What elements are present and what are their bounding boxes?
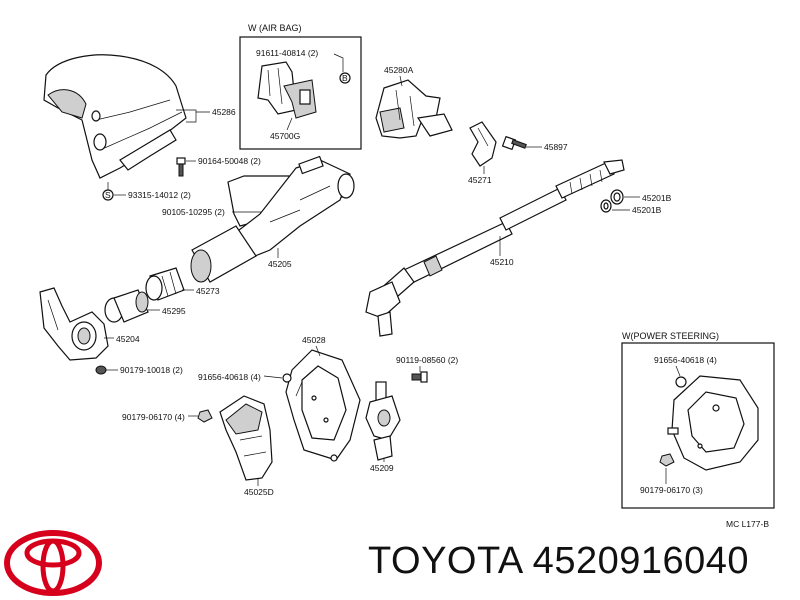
ring-45201b-b [600, 199, 612, 213]
label-45271: 45271 [468, 175, 492, 185]
label-90105-10295: 90105-10295 (2) [162, 207, 225, 217]
column-cover-45286 [43, 54, 187, 179]
power-steering-title: W(POWER STEERING) [622, 331, 719, 341]
label-45201b-b: 45201B [632, 205, 662, 215]
spiral-cable-part [257, 61, 317, 119]
joint-45209 [365, 381, 401, 461]
label-45210: 45210 [490, 257, 514, 267]
nut-90179-06170 [197, 409, 213, 423]
b-mark-plate [282, 373, 292, 383]
screw-93315: S [102, 182, 114, 201]
column-tube-45205 [190, 155, 355, 283]
label-45700g: 45700G [270, 131, 300, 141]
label-45286: 45286 [212, 107, 236, 117]
bolt-45897 [501, 135, 527, 151]
label-90179-06170: 90179-06170 (4) [122, 412, 185, 422]
label-power-90179-06170: 90179-06170 (3) [640, 485, 703, 495]
ring-45201b-a [610, 189, 624, 205]
reference-code: MC L177-B [726, 519, 769, 529]
label-45201b-a: 45201B [642, 193, 672, 203]
airbag-inset: W (AIR BAG) 91611-40814 (2) B 45700G [239, 23, 362, 150]
power-steering-inset: W(POWER STEERING) 91656-40618 (4) 90179-… [621, 331, 775, 509]
label-90119-08560: 90119-08560 (2) [396, 355, 458, 365]
boot-45025d [219, 395, 273, 481]
power-steering-plate [667, 375, 759, 471]
label-90164-50048: 90164-50048 (2) [198, 156, 261, 166]
power-steering-nut [659, 453, 675, 467]
bracket-45280a [375, 79, 453, 139]
b-mark-power [675, 376, 687, 388]
label-91611-40814: 91611-40814 (2) [256, 48, 318, 58]
bearing-45273 [145, 267, 185, 301]
label-90179-10018: 90179-10018 (2) [120, 365, 183, 375]
label-45205: 45205 [268, 259, 292, 269]
label-45897: 45897 [544, 142, 568, 152]
label-45273: 45273 [196, 286, 220, 296]
b-mark-circle [339, 72, 351, 84]
label-45204: 45204 [116, 334, 140, 344]
label-91656-40618: 91656-40618 (4) [198, 372, 261, 382]
steering-shaft-45210 [365, 159, 625, 337]
screw-90164 [176, 157, 186, 177]
label-45028: 45028 [302, 335, 326, 345]
label-45295: 45295 [162, 306, 186, 316]
s-mark-label: S [105, 190, 111, 200]
label-93315-14012: 93315-14012 (2) [128, 190, 191, 200]
label-45025d: 45025D [244, 487, 274, 497]
b-mark-label: B [342, 73, 348, 83]
nut-90179-10018 [95, 365, 107, 375]
brand-part-number: TOYOTA 4520916040 [368, 540, 750, 582]
label-45209: 45209 [370, 463, 394, 473]
bolt-90119 [411, 371, 428, 383]
label-power-91656-40618: 91656-40618 (4) [654, 355, 717, 365]
lever-45271 [469, 121, 497, 167]
label-45280a: 45280A [384, 65, 414, 75]
bushing-45295 [104, 289, 149, 323]
airbag-inset-title: W (AIR BAG) [248, 23, 302, 33]
bracket-45204 [39, 287, 109, 361]
toyota-logo-icon [4, 530, 102, 596]
plate-45028 [285, 349, 361, 462]
